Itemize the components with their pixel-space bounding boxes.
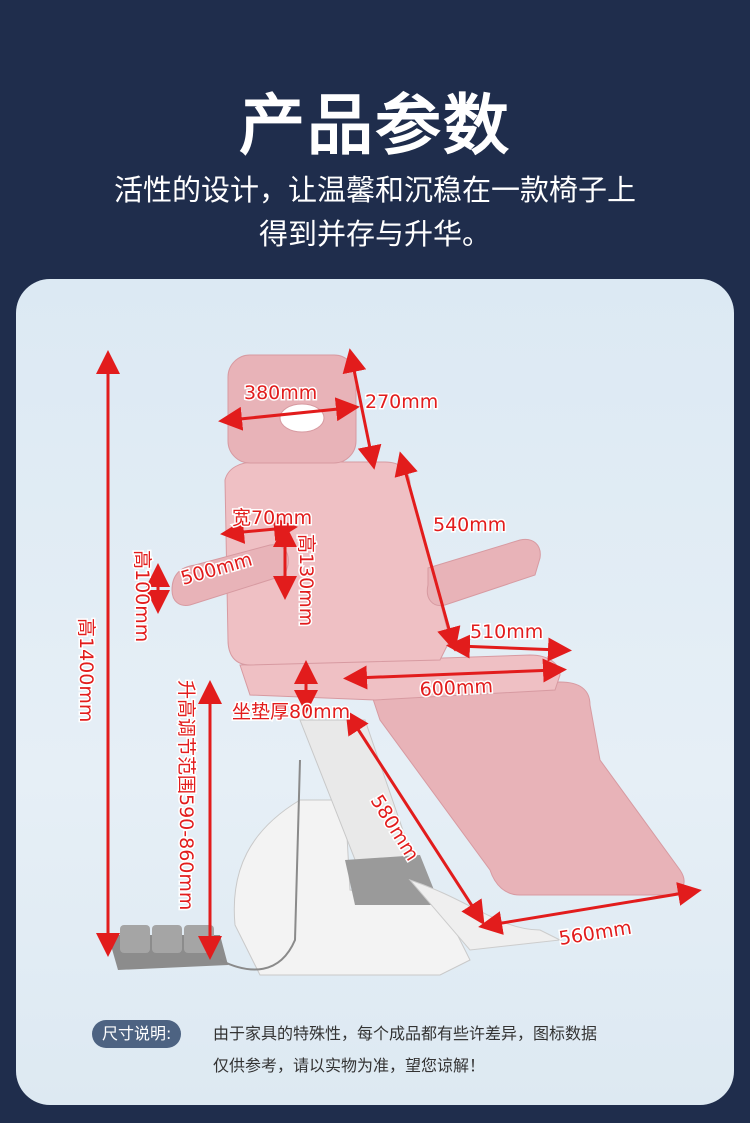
page-subtitle: 活性的设计，让温馨和沉稳在一款椅子上 得到并存与升华。: [85, 168, 665, 256]
label-armrest-gap-height: 高130mm: [295, 534, 317, 626]
label-seat-width: 600mm: [419, 675, 493, 701]
label-armrest-height: 高100mm: [131, 550, 153, 642]
subtitle-line-1: 活性的设计，让温馨和沉稳在一款椅子上: [113, 173, 636, 207]
label-armrest-width: 宽70mm: [232, 507, 312, 529]
note-text: 由于家具的特殊性，每个成品都有些许差异，图标数据 仅供参考，请以实物为准，望您谅…: [213, 1018, 683, 1082]
right-armrest: [426, 538, 541, 607]
label-lift-range: 升高调节范围590-860mm: [175, 680, 197, 910]
label-headrest-width: 380mm: [244, 382, 317, 404]
note-line-1: 由于家具的特殊性，每个成品都有些许差异，图标数据: [213, 1024, 598, 1043]
note-label: 尺寸说明:: [92, 1020, 182, 1048]
subtitle-line-2: 得到并存与升华。: [258, 217, 491, 251]
label-armrest-right-length: 510mm: [470, 621, 543, 643]
page-title: 产品参数: [239, 87, 511, 164]
label-headrest-height: 270mm: [365, 391, 438, 413]
label-seat-thickness: 坐垫厚80mm: [232, 701, 350, 723]
label-total-height: 高1400mm: [75, 618, 97, 722]
note-line-2: 仅供参考，请以实物为准，望您谅解！: [213, 1056, 486, 1075]
label-backrest-length: 540mm: [433, 514, 506, 536]
dimension-arrows: [96, 348, 702, 960]
label-leg-width: 560mm: [557, 917, 633, 950]
